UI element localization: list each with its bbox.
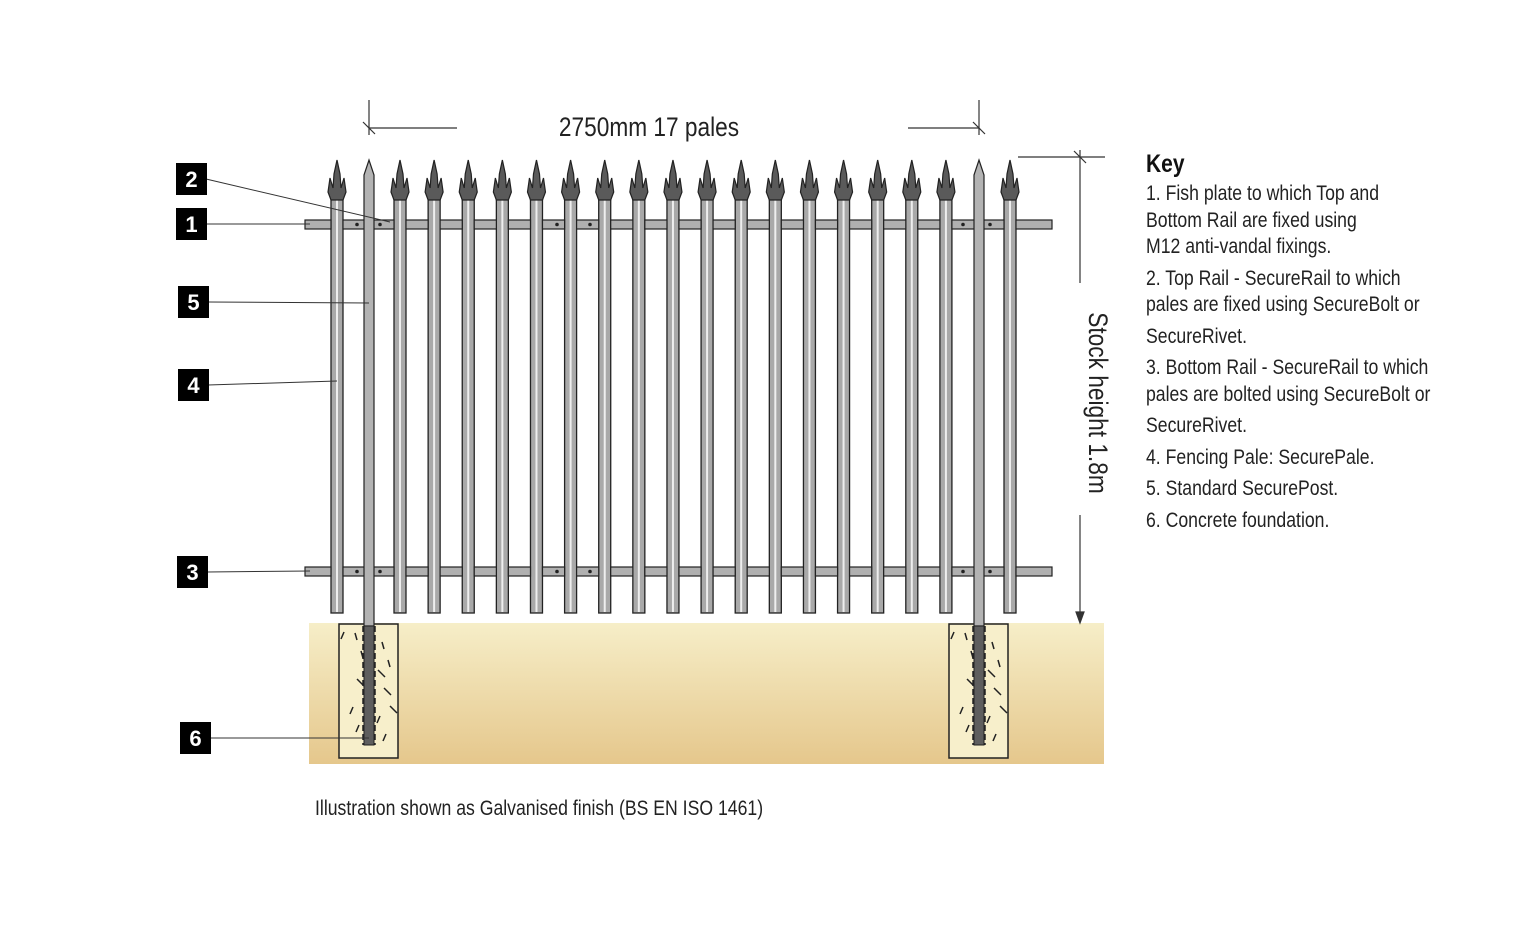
key-item: 3. Bottom Rail - SecureRail to which pale… [1146, 355, 1499, 440]
fencing-pale [390, 159, 410, 614]
callout-number: 3 [186, 560, 198, 585]
bolt-icon [988, 569, 992, 574]
fencing-pale [560, 159, 581, 614]
callout-4: 4 [178, 369, 338, 401]
fencing-pale [595, 159, 615, 614]
standard-post [973, 158, 985, 746]
bolt-icon [355, 569, 359, 574]
fencing-pale [663, 159, 683, 614]
fencing-pale [1000, 159, 1020, 614]
bolt-icon [355, 222, 359, 227]
callout-number: 1 [185, 212, 197, 237]
fencing-pale [526, 159, 547, 614]
key-item-line: 2. Top Rail - SecureRail to which [1146, 266, 1401, 290]
fencing-pale [833, 159, 854, 614]
bolt-icon [378, 569, 382, 574]
key-item-line: M12 anti-vandal fixings. [1146, 235, 1332, 258]
height-dimension [1018, 150, 1105, 625]
fencing-pale [492, 159, 512, 614]
bottom-rail [304, 566, 1053, 577]
fencing-pale [731, 159, 751, 614]
key-item: 4. Fencing Pale: SecurePale. [1146, 445, 1499, 472]
key-item-line: pales are fixed using SecureBolt or [1146, 293, 1420, 316]
key-item: 2. Top Rail - SecureRail to which pales a… [1146, 266, 1499, 351]
key-item-line: 6. Concrete foundation. [1146, 508, 1330, 532]
key-item-line: 3. Bottom Rail - SecureRail to which [1146, 356, 1429, 379]
top-rail [304, 219, 1053, 230]
key-item-line: 5. Standard SecurePost. [1146, 477, 1339, 500]
callout-number: 2 [185, 167, 197, 192]
bolt-icon [378, 222, 382, 227]
key-item-line: Bottom Rail are fixed using [1146, 208, 1357, 232]
standard-post [363, 158, 375, 746]
width-dimension-label: 2750mm 17 pales [559, 112, 739, 142]
fencing-pale [327, 159, 347, 614]
callout-number: 6 [189, 726, 201, 751]
key-title: Key [1146, 150, 1185, 178]
callout-number: 5 [187, 290, 199, 315]
height-dimension-label: Stock height 1.8m [1083, 312, 1113, 493]
key-item-line: SecureRivet. [1146, 324, 1247, 348]
bolt-icon [988, 222, 992, 227]
fencing-pale [765, 159, 785, 614]
width-dimension [362, 100, 986, 135]
callout-5: 5 [178, 286, 370, 318]
key-item: 5. Standard SecurePost. [1146, 476, 1499, 503]
bolt-icon [961, 569, 965, 574]
fencing-pale [458, 159, 478, 614]
fencing-pale [629, 159, 649, 614]
fencing-pale [424, 159, 444, 614]
key-item-line: 4. Fencing Pale: SecurePale. [1146, 445, 1375, 469]
bolt-icon [588, 222, 592, 227]
fencing-pale [936, 159, 956, 614]
bolt-icon [961, 222, 965, 227]
bolt-icon [555, 222, 559, 227]
bolt-icon [555, 569, 559, 574]
fencing-pale [868, 159, 888, 614]
caption: Illustration shown as Galvanised finish … [315, 797, 764, 820]
callout-2: 2 [176, 163, 391, 223]
fencing-pale [697, 159, 717, 614]
key-item: 6. Concrete foundation. [1146, 508, 1499, 535]
fencing-pale [902, 159, 922, 614]
key-item-line: pales are bolted using SecureBolt or [1146, 382, 1431, 406]
callout-6: 6 [180, 722, 369, 754]
callout-1: 1 [176, 208, 310, 240]
key-item-line: SecureRivet. [1146, 414, 1247, 437]
callout-3: 3 [177, 556, 311, 588]
fencing-pale [799, 159, 820, 614]
callout-number: 4 [187, 373, 200, 398]
key-item-line: 1. Fish plate to which Top and [1146, 182, 1380, 205]
bolt-icon [588, 569, 592, 574]
